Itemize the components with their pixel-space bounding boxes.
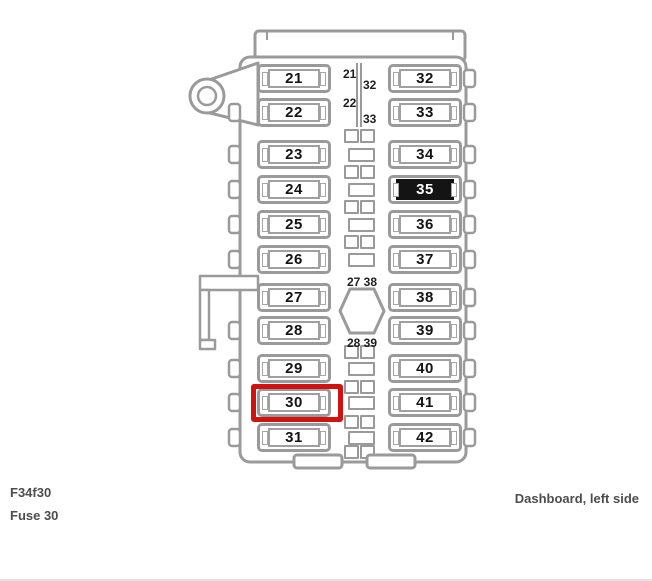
- fuse-number: 25: [268, 215, 320, 234]
- top-center-divider: [356, 63, 362, 127]
- footer-code: F34f30: [10, 485, 52, 500]
- fuse-slot-28: 28: [257, 316, 331, 345]
- fuse-slot-33: 33: [388, 98, 462, 127]
- fuse-30-highlight: [251, 384, 343, 422]
- fuse-slot-31: 31: [257, 423, 331, 452]
- fuse-number: 29: [268, 359, 320, 378]
- fuse-slot-23: 23: [257, 140, 331, 169]
- center-hexagon-shape: [338, 287, 386, 335]
- fuse-number: 30: [268, 393, 320, 412]
- fuse-slot-25: 25: [257, 210, 331, 239]
- fuse-slot-21: 21: [257, 64, 331, 93]
- left-bracket-arm: [198, 274, 260, 292]
- fuse-slot-36: 36: [388, 210, 462, 239]
- fuse-number: 40: [399, 359, 451, 378]
- mount-ring-inner: [196, 85, 218, 107]
- fuse-slot-40: 40: [388, 354, 462, 383]
- fuse-number: 31: [268, 428, 320, 447]
- fuse-number: 32: [399, 69, 451, 88]
- fuse-number: 28: [268, 321, 320, 340]
- center-label-22: 22: [343, 96, 357, 110]
- center-label-21: 21: [343, 67, 357, 81]
- fuse-slot-37: 37: [388, 245, 462, 274]
- fuse-number: 42: [399, 428, 451, 447]
- footer-caption-left: F34f30 Fuse 30: [10, 485, 58, 531]
- center-label-28-39: 28 39: [346, 336, 378, 350]
- right-side-tabs: [462, 68, 477, 448]
- bottom-tab-right: [365, 453, 417, 470]
- fuse-slot-35: 35: [388, 175, 462, 204]
- fuse-number: 39: [399, 321, 451, 340]
- fuse-slot-42: 42: [388, 423, 462, 452]
- fuse-slot-24: 24: [257, 175, 331, 204]
- footer-fuse-label: Fuse 30: [10, 508, 59, 523]
- fuse-number: 22: [268, 103, 320, 122]
- left-bracket-stem: [198, 288, 211, 342]
- fuse-slot-34: 34: [388, 140, 462, 169]
- top-connector-ticks: [266, 31, 454, 40]
- fuse-number: 41: [399, 393, 451, 412]
- center-label-27-38: 27 38: [346, 275, 378, 289]
- fuse-number: 36: [399, 215, 451, 234]
- fuse-number: 23: [268, 145, 320, 164]
- fuse-number: 33: [399, 103, 451, 122]
- footer-location: Dashboard, left side: [514, 491, 639, 506]
- bottom-divider: [0, 579, 652, 581]
- fuse-slot-27: 27: [257, 283, 331, 312]
- fuse-slot-38: 38: [388, 283, 462, 312]
- left-bracket-foot: [198, 338, 217, 351]
- fuse-slot-30: 30: [257, 388, 331, 417]
- center-label-33: 33: [363, 112, 377, 126]
- center-label-32: 32: [363, 78, 377, 92]
- left-side-tabs: [227, 102, 242, 448]
- bottom-tab-left: [292, 453, 344, 470]
- center-connector-blocks: [344, 129, 375, 459]
- fuse-number: 27: [268, 288, 320, 307]
- fuse-number: 26: [268, 250, 320, 269]
- fuse-slot-26: 26: [257, 245, 331, 274]
- fuse-slot-22: 22: [257, 98, 331, 127]
- fuse-slot-41: 41: [388, 388, 462, 417]
- fuse-number: 38: [399, 288, 451, 307]
- fuse-number: 34: [399, 145, 451, 164]
- fuse-slot-39: 39: [388, 316, 462, 345]
- fuse-number: 21: [268, 69, 320, 88]
- fuse-slot-32: 32: [388, 64, 462, 93]
- fuse-number: 35: [396, 179, 454, 200]
- fuse-slot-29: 29: [257, 354, 331, 383]
- fuse-number: 37: [399, 250, 451, 269]
- fuse-number: 24: [268, 180, 320, 199]
